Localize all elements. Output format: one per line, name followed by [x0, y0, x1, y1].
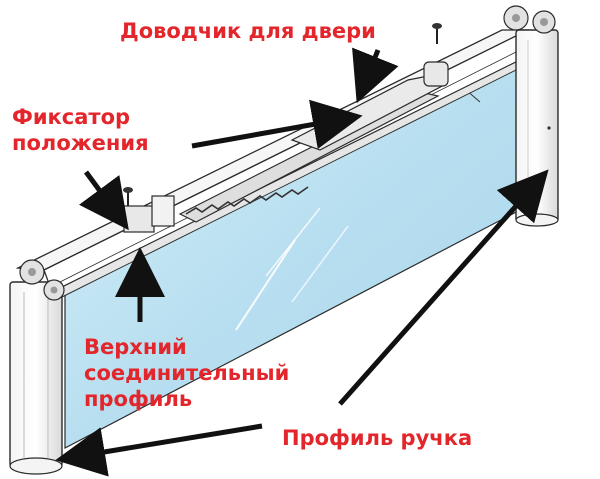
arrow-icon [366, 50, 378, 80]
right-post-base [516, 214, 558, 226]
position-fixator-label: Фиксатор положения [12, 104, 149, 156]
position-fixator-block [124, 206, 154, 232]
position-fixator-label-line: положения [12, 130, 149, 156]
top-profile-label-line: соединительный [84, 360, 289, 386]
top-profile-label-line: Верхний [84, 334, 289, 360]
handle-profile-label: Профиль ручка [282, 425, 472, 451]
top-profile-label-line: профиль [84, 386, 289, 412]
closer-end-block [424, 62, 448, 86]
position-fixator-label-line: Фиксатор [12, 104, 149, 130]
left-handle-profile [10, 282, 62, 467]
screw-icon [123, 187, 133, 206]
screw-icon [432, 23, 442, 44]
door-closer-label: Доводчик для двери [120, 18, 376, 44]
arrow-icon [80, 426, 262, 456]
position-fixator-block [152, 196, 174, 226]
right-handle-profile [516, 30, 558, 222]
left-post-base [10, 458, 62, 474]
top-connecting-profile-label: Верхний соединительный профиль [84, 334, 289, 412]
arrow-icon [86, 172, 114, 210]
